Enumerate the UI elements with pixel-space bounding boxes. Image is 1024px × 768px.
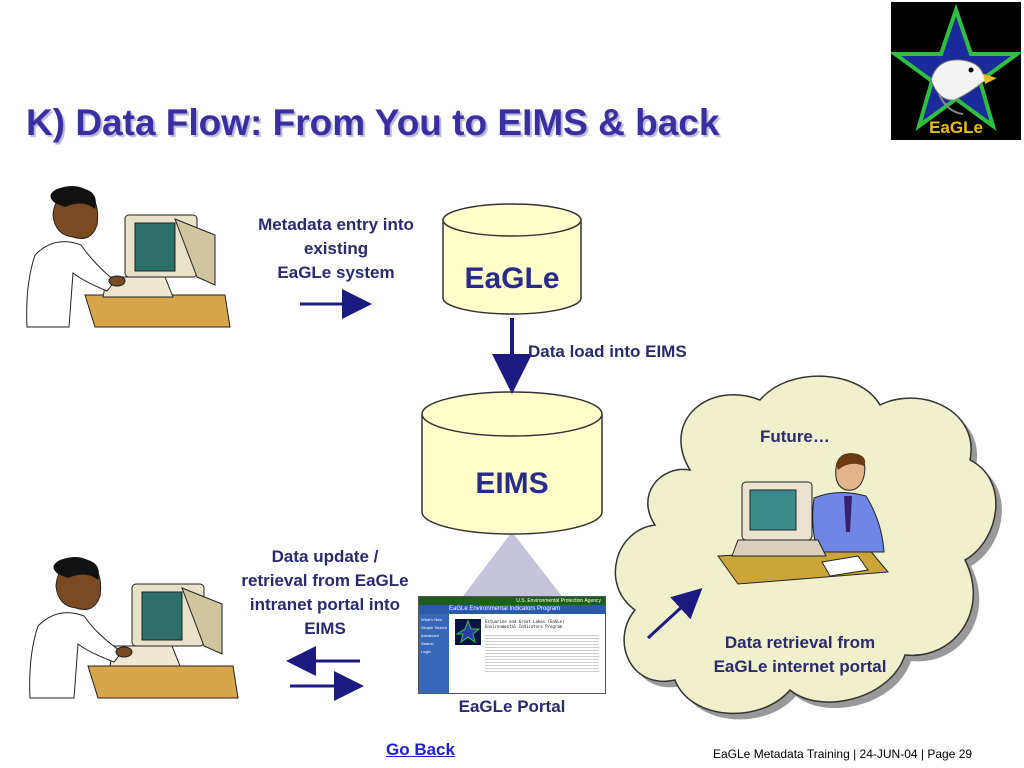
portal-body-text (485, 633, 599, 673)
internet-user-at-computer (717, 453, 890, 585)
arrow-up-from-internet-user (646, 587, 703, 640)
eims-database (421, 391, 603, 535)
portal-body-title: Estuarine and Great Lakes (EaGLe) Enviro… (485, 619, 565, 629)
portal-star-icon (455, 619, 481, 645)
logo-label: EaGLe (929, 118, 983, 137)
data-update-label: Data update / retrieval from EaGLe intra… (241, 547, 409, 638)
user-at-computer-top (26, 186, 231, 328)
eagle-database (442, 203, 582, 315)
portal-label: EaGLe Portal (458, 697, 566, 716)
portal-agency-bar: U.S. Environmental Protection Agency (419, 597, 605, 605)
future-label: Future… (760, 427, 830, 446)
portal-nav: What's New Simple Search Advanced Search… (419, 614, 449, 693)
eagle-logo: EaGLe (888, 2, 1024, 140)
portal-screenshot[interactable]: U.S. Environmental Protection Agency EaG… (418, 596, 606, 694)
portal-beam (460, 532, 565, 600)
slide-title: K) Data Flow: From You to EIMS & back (26, 102, 720, 143)
eagle-database-label: EaGLe (464, 262, 560, 295)
eims-database-label: EIMS (475, 467, 549, 500)
internet-retrieval-label: Data retrieval from EaGLe internet porta… (713, 633, 887, 676)
star-icon (888, 3, 1024, 132)
portal-heading: EaGLe Environmental Indicators Program (419, 605, 605, 614)
metadata-entry-label: Metadata entry into existing EaGLe syste… (258, 215, 414, 282)
data-load-label: Data load into EIMS (528, 342, 687, 361)
slide-footer: EaGLe Metadata Training | 24-JUN-04 | Pa… (713, 747, 973, 761)
go-back-link[interactable]: Go Back (386, 740, 455, 759)
user-at-computer-bottom (29, 557, 239, 699)
